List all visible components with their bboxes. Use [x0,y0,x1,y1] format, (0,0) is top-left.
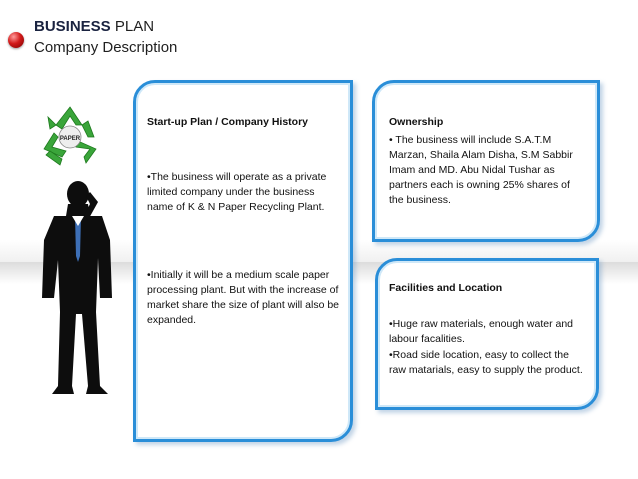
facilities-heading: Facilities and Location [389,282,503,294]
startup-paragraph-1: •The business will operate as a private … [147,171,327,213]
page-subtitle: Company Description [34,39,178,56]
facilities-paragraph-2: •Road side location, easy to collect the… [389,349,583,376]
recycle-icon: PAPER [43,106,97,166]
ownership-paragraph: • The business will include S.A.T.M Marz… [389,134,573,206]
facilities-paragraph-1: •Huge raw materials, enough water and la… [389,318,574,345]
ownership-heading: Ownership [389,116,444,128]
facilities-card [375,258,599,410]
startup-card [133,80,353,442]
businessman-icon [42,181,112,394]
startup-paragraph-2: •Initially it will be a medium scale pap… [147,269,340,326]
page-title: BUSINESS PLAN [34,18,155,35]
ownership-card [372,80,600,242]
logo-label: PAPER [60,136,81,142]
startup-heading: Start-up Plan / Company History [147,116,309,128]
red-bullet-icon [8,32,24,48]
